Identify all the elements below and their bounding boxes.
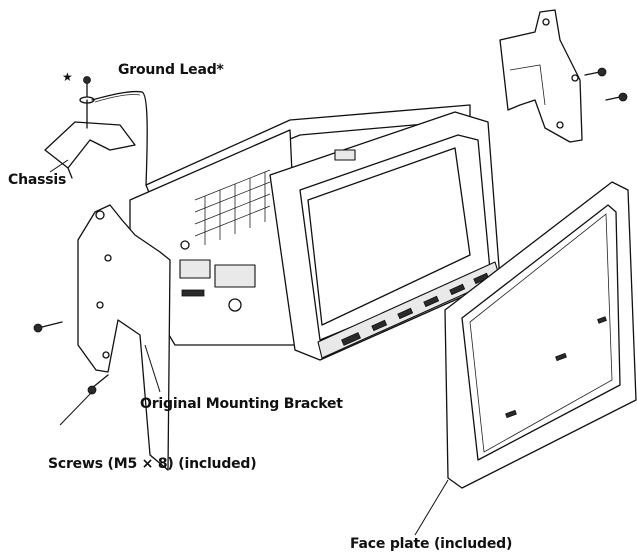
screws-label: Screws (M5 × 8) (included) <box>48 456 257 472</box>
face-plate-label: Face plate (included) <box>350 536 513 552</box>
face-plate <box>444 181 637 489</box>
head-unit <box>129 104 501 361</box>
chassis-label: Chassis <box>8 172 67 188</box>
screw-right-upper <box>584 67 607 77</box>
screw-left-lower <box>87 374 109 395</box>
ground-lead-wire <box>91 90 148 186</box>
ground-lead-label: Ground Lead* <box>118 62 224 78</box>
ground-screw <box>79 76 95 129</box>
original-mounting-bracket-label: Original Mounting Bracket <box>140 396 343 412</box>
screw-left-upper <box>33 321 63 333</box>
screw-right-lower <box>605 92 628 102</box>
asterisk-star-label: ★ <box>62 70 73 84</box>
right-mounting-bracket <box>499 9 583 143</box>
leader-lines <box>49 159 449 536</box>
chassis-plate <box>44 121 136 179</box>
